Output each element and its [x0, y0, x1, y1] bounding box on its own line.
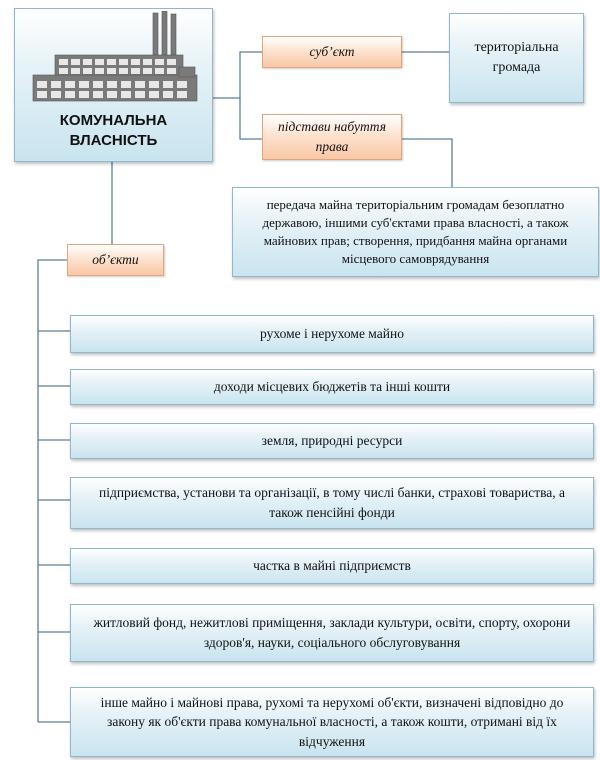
connector-objects-trunk: [37, 259, 67, 722]
object-item-7: інше майно і майнові права, рухомі та не…: [70, 687, 594, 757]
object-item-4: підприємства, установи та організації, в…: [70, 477, 594, 529]
object-item-1: рухоме і нерухоме майно: [70, 315, 594, 353]
root-title: КОМУНАЛЬНА ВЛАСНІСТЬ: [59, 112, 168, 150]
root-node: КОМУНАЛЬНА ВЛАСНІСТЬ: [14, 8, 213, 162]
subject-value: територіальна громада: [449, 13, 584, 103]
object-item-3: земля, природні ресурси: [70, 423, 594, 459]
object-item-6: житловий фонд, нежитлові приміщення, зак…: [70, 604, 594, 662]
basis-text: передача майна територіальним громадам б…: [232, 187, 599, 277]
connector-basis-text: [402, 138, 453, 187]
subject-label: суб’єкт: [262, 36, 402, 68]
object-item-2: доходи місцевих бюджетів та інші кошти: [70, 369, 594, 405]
connector-root-basis: [239, 98, 262, 140]
connector-root-subject: [213, 51, 262, 99]
objects-label: об’єкти: [67, 244, 164, 276]
factory-icon: [32, 11, 197, 102]
basis-label: підстави набуття права: [262, 114, 402, 160]
object-item-5: частка в майні підприємств: [70, 548, 594, 584]
